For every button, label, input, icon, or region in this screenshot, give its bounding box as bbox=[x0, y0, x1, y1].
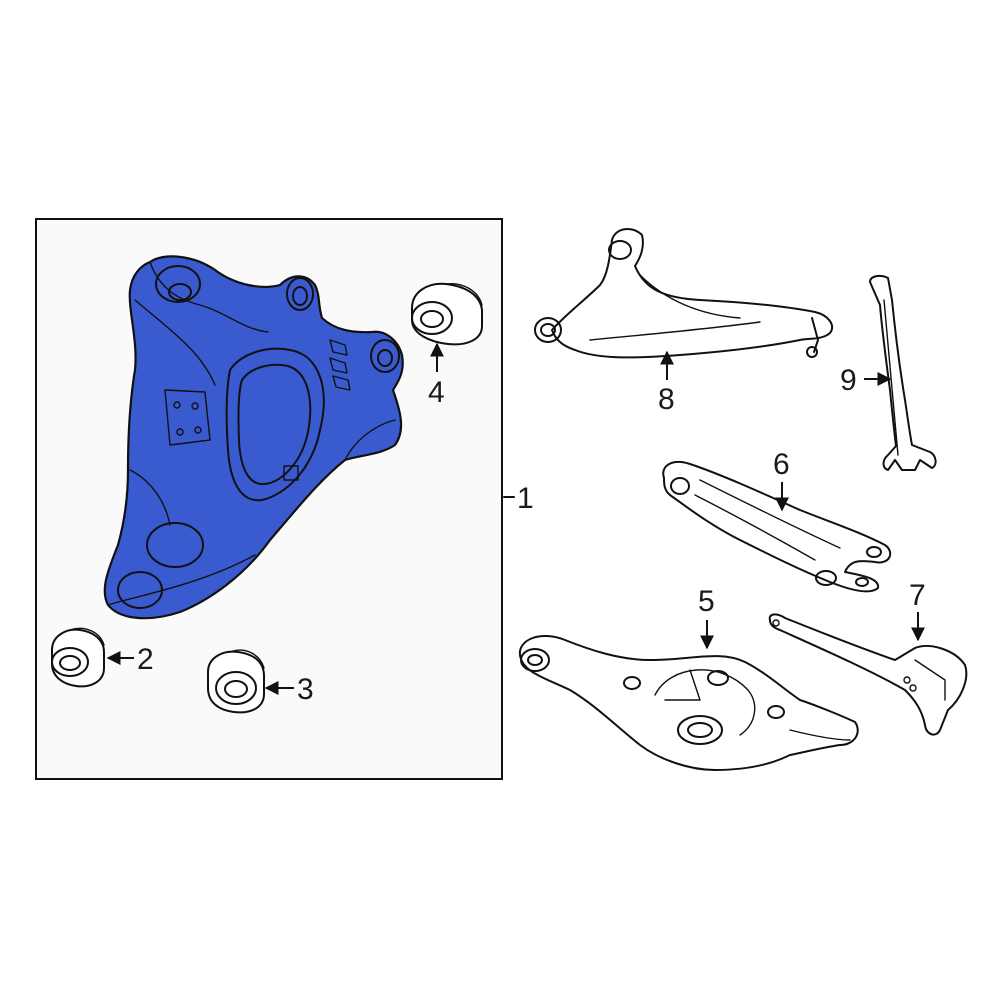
part-1-knuckle[interactable] bbox=[103, 255, 404, 620]
callout-9: 9 bbox=[840, 364, 857, 397]
callout-6: 6 bbox=[773, 448, 790, 481]
part-4-bushing[interactable] bbox=[411, 282, 483, 346]
part-6-link[interactable] bbox=[662, 460, 892, 593]
callout-1: 1 bbox=[517, 482, 534, 515]
part-5-lower-arm[interactable] bbox=[518, 635, 859, 771]
part-8-upper-arm[interactable] bbox=[534, 228, 834, 359]
callout-4: 4 bbox=[428, 376, 445, 409]
part-9-tie-rod[interactable] bbox=[869, 274, 937, 471]
part-2-bushing[interactable] bbox=[51, 627, 105, 688]
callout-8: 8 bbox=[658, 383, 675, 416]
callout-7: 7 bbox=[909, 579, 926, 612]
part-7-bracket[interactable] bbox=[768, 613, 968, 736]
callout-2: 2 bbox=[137, 643, 154, 676]
callout-3: 3 bbox=[297, 673, 314, 706]
part-3-bushing[interactable] bbox=[207, 649, 265, 714]
callout-5: 5 bbox=[698, 585, 715, 618]
